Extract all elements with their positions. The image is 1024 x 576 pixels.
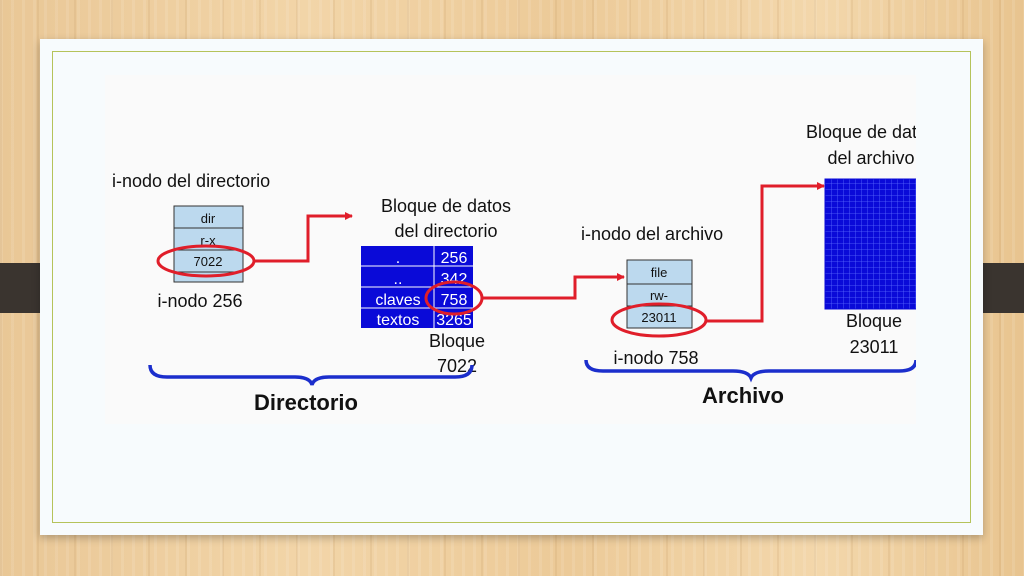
arrow-file-inode-to-block xyxy=(707,182,825,323)
dir-entry-name: textos xyxy=(377,312,420,329)
file-data-block-grid xyxy=(824,178,916,310)
arrow-dir-entry-to-file-inode xyxy=(482,273,625,300)
arrow-dir-inode-to-block xyxy=(255,212,353,263)
file-inode-perms: rw- xyxy=(650,288,668,303)
dir-inode-block-number: 7022 xyxy=(194,254,223,269)
file-inode-title: i-nodo del archivo xyxy=(581,224,723,244)
dir-inode-type: dir xyxy=(201,211,216,226)
dir-entry-inode: 342 xyxy=(441,271,468,288)
dir-block-caption-line1: Bloque xyxy=(429,331,485,351)
file-inode-block-number: 23011 xyxy=(641,310,676,325)
dir-entry-inode: 256 xyxy=(441,250,468,267)
dir-inode-perms: r-x xyxy=(200,233,216,248)
dir-block-table: . 256 .. 342 claves 758 textos 3265 xyxy=(361,246,473,329)
file-block-title-line1: Bloque de datos xyxy=(806,122,916,142)
slide-border xyxy=(52,51,971,523)
dir-block-caption-line2: 7022 xyxy=(437,356,477,376)
archivo-label: Archivo xyxy=(702,383,784,408)
directorio-label: Directorio xyxy=(254,390,358,415)
file-inode-row-block xyxy=(626,305,693,329)
archivo-brace xyxy=(584,359,916,383)
dir-entry-inode: 3265 xyxy=(436,312,472,329)
dir-inode-title: i-nodo del directorio xyxy=(112,171,270,191)
file-inode-row-type xyxy=(626,259,693,285)
highlight-ellipse-file-inode xyxy=(610,302,708,338)
dir-inode-table: dir r-x 7022 xyxy=(173,205,244,283)
dir-entry-name: .. xyxy=(394,271,403,288)
dir-entry-inode: 758 xyxy=(441,292,468,309)
file-inode-caption: i-nodo 758 xyxy=(613,348,698,368)
dir-entry-name: . xyxy=(396,250,400,267)
directorio-brace xyxy=(148,364,474,386)
file-inode-table: file rw- 23011 xyxy=(626,259,693,329)
file-inode-type: file xyxy=(651,265,668,280)
dir-block-title-line1: Bloque de datos xyxy=(381,196,511,216)
file-block-caption-line1: Bloque xyxy=(846,311,902,331)
dir-inode-caption: i-nodo 256 xyxy=(157,291,242,311)
highlight-ellipse-dir-inode xyxy=(156,244,256,278)
file-block-caption-line2: 23011 xyxy=(850,337,899,357)
filesystem-diagram: i-nodo del directorio dir r-x 7022 i-nod… xyxy=(112,122,916,415)
file-block-title-line2: del archivo xyxy=(827,148,914,168)
diagram-panel: i-nodo del directorio dir r-x 7022 i-nod… xyxy=(105,75,916,424)
dir-entry-name: claves xyxy=(375,292,420,309)
slide: i-nodo del directorio dir r-x 7022 i-nod… xyxy=(40,39,983,535)
dir-block-title-line2: del directorio xyxy=(394,221,497,241)
